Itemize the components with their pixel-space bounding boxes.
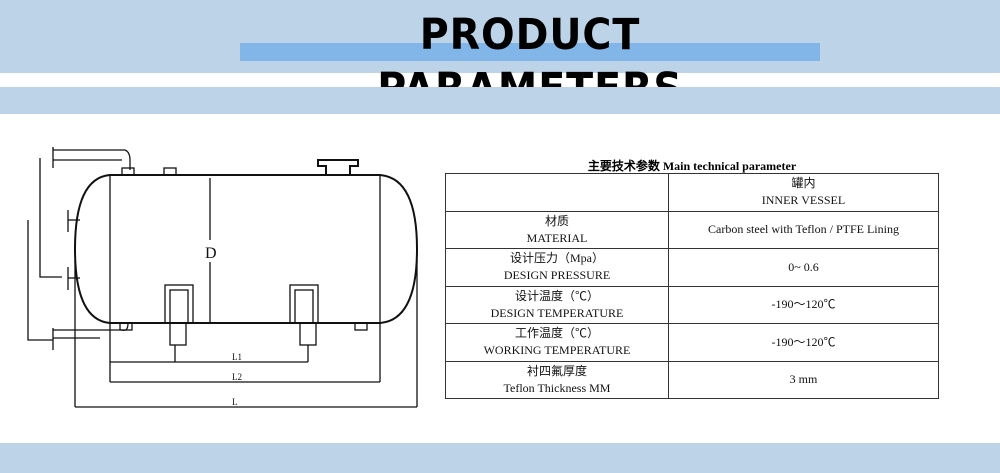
- parameter-table: 罐内 INNER VESSEL 材质 MATERIAL Carbon steel wi…: [445, 173, 939, 399]
- param-value: -190～120℃: [668, 323, 939, 362]
- param-label: 工作温度（℃） WORKING TEMPERATURE: [445, 323, 669, 362]
- param-label: 设计压力（Mpa） DESIGN PRESSURE: [445, 248, 669, 287]
- title-highlight: [240, 43, 820, 61]
- table-row: 设计温度（℃） DESIGN TEMPERATURE -190～120℃: [445, 285, 939, 324]
- param-label: 材质 MATERIAL: [445, 210, 669, 249]
- param-cn: 衬四氟厚度: [526, 363, 587, 378]
- param-label: 衬四氟厚度 Teflon Thickness MM: [445, 360, 669, 399]
- header-cn: 罐内: [791, 176, 816, 191]
- param-label: 设计温度（℃） DESIGN TEMPERATURE: [445, 285, 669, 324]
- param-cn: 工作温度（℃）: [514, 326, 599, 341]
- footer-band: [0, 443, 1000, 473]
- param-value: 3 mm: [668, 360, 939, 399]
- divider-band: [0, 87, 1000, 114]
- param-en: DESIGN TEMPERATURE: [490, 305, 624, 320]
- table-caption: 主要技术参数 Main technical parameter: [587, 159, 797, 173]
- length-label-l2: L2: [232, 372, 242, 382]
- diameter-label: D: [205, 245, 217, 262]
- header-empty-cell: [445, 173, 669, 212]
- param-value: -190～120℃: [668, 285, 939, 324]
- tank-outline: [73, 174, 419, 324]
- param-en: MATERIAL: [526, 230, 588, 245]
- param-value: 0~ 0.6: [668, 248, 939, 287]
- param-cn: 材质: [544, 213, 569, 228]
- header-en: INNER VESSEL: [761, 193, 846, 208]
- param-en: Teflon Thickness MM: [503, 380, 611, 395]
- table-row: 材质 MATERIAL Carbon steel with Teflon / PTF…: [445, 210, 939, 249]
- table-row: 工作温度（℃） WORKING TEMPERATURE -190～120℃: [445, 323, 939, 362]
- param-value: Carbon steel with Teflon / PTFE Lining: [668, 210, 939, 249]
- table-row: 设计压力（Mpa） DESIGN PRESSURE 0~ 0.6: [445, 248, 939, 287]
- param-en: WORKING TEMPERATURE: [483, 343, 631, 358]
- param-en: DESIGN PRESSURE: [503, 268, 611, 283]
- param-cn: 设计温度（℃）: [514, 288, 599, 303]
- header-cell: 罐内 INNER VESSEL: [668, 173, 939, 212]
- length-label-l1: L1: [232, 352, 242, 362]
- table-row: 衬四氟厚度 Teflon Thickness MM 3 mm: [445, 360, 939, 399]
- table-header-row: 罐内 INNER VESSEL: [445, 173, 939, 212]
- param-cn: 设计压力（Mpa）: [510, 251, 604, 266]
- length-label-l: L: [232, 397, 238, 407]
